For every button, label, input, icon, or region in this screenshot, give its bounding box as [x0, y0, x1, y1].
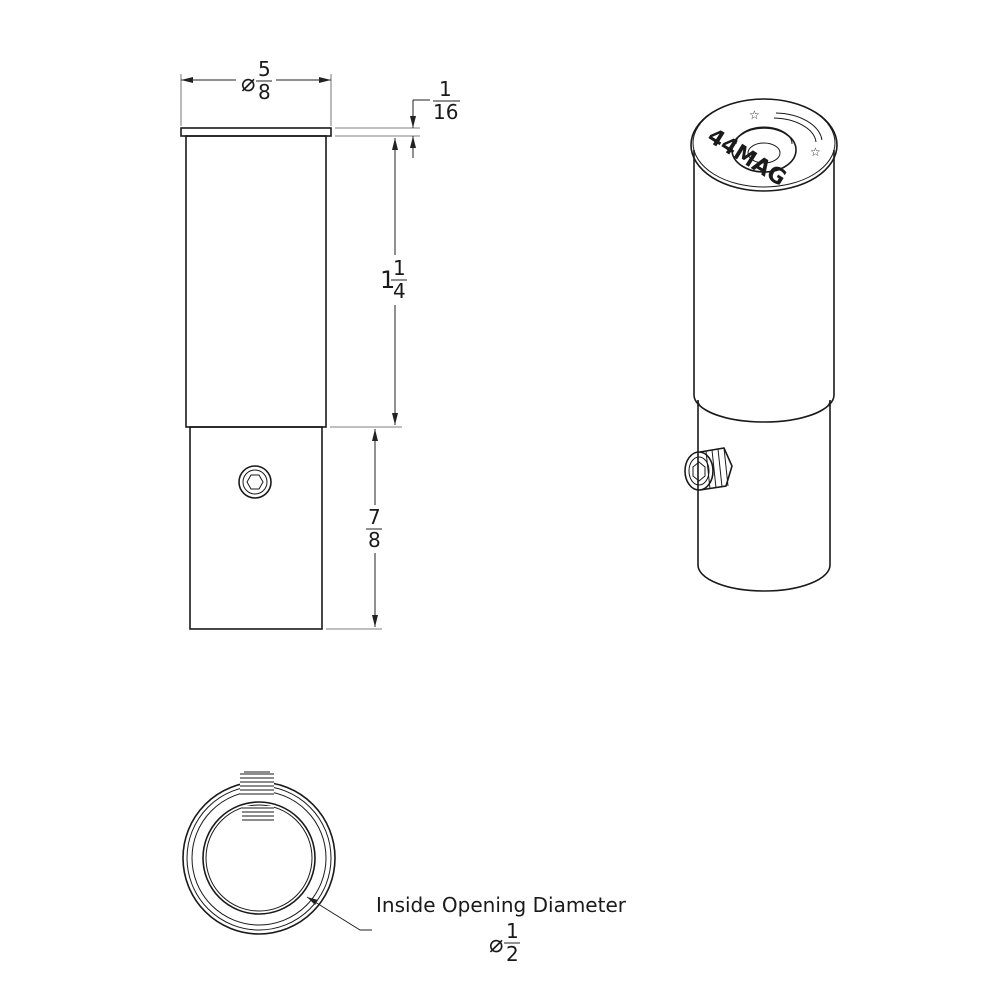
inside-opening-numerator: 1: [506, 919, 519, 943]
upper-length-whole: 1: [380, 266, 395, 294]
iso-top-face: ☆ ☆ 44MAG: [690, 98, 838, 192]
set-screw-threads: [240, 771, 274, 821]
lower-length-numerator: 7: [368, 505, 381, 529]
outer-diameter-dimension: ⌀ 5 8: [180, 57, 332, 126]
inside-opening-leader: [306, 896, 372, 931]
iso-lower-tube: [697, 400, 831, 592]
upper-length-dimension: 1 1 4: [330, 138, 412, 428]
end-view: Inside Opening Diameter ⌀ 1 2: [182, 771, 627, 966]
front-view: ⌀ 5 8 1 16 1 1 4: [180, 57, 460, 630]
upper-length-numerator: 1: [393, 256, 406, 280]
lower-length-denominator: 8: [368, 528, 381, 552]
inside-opening-denominator: 2: [506, 942, 519, 966]
star-icon: ☆: [749, 108, 760, 122]
inside-opening-symbol: ⌀: [489, 930, 503, 958]
end-view-inner-opening: [202, 801, 316, 915]
inside-opening-label: Inside Opening Diameter: [376, 893, 627, 917]
upper-tube: [185, 135, 327, 428]
lower-length-dimension: 7 8: [326, 429, 388, 630]
upper-length-denominator: 4: [393, 279, 406, 303]
outer-diameter-numerator: 5: [258, 57, 271, 81]
star-icon: ☆: [810, 145, 821, 159]
flange-thickness-dimension: 1 16: [335, 77, 460, 158]
flange: [180, 127, 332, 137]
isometric-view: ☆ ☆ 44MAG: [684, 98, 838, 592]
outer-diameter-symbol: ⌀: [241, 69, 255, 97]
outer-diameter-denominator: 8: [258, 80, 271, 104]
set-screw-iso: [684, 447, 733, 491]
flange-thickness-denominator: 16: [433, 100, 458, 124]
flange-thickness-numerator: 1: [439, 77, 452, 101]
set-screw-front: [238, 465, 272, 499]
brand-engraving: 44MAG: [703, 124, 791, 192]
lower-tube: [189, 426, 323, 630]
